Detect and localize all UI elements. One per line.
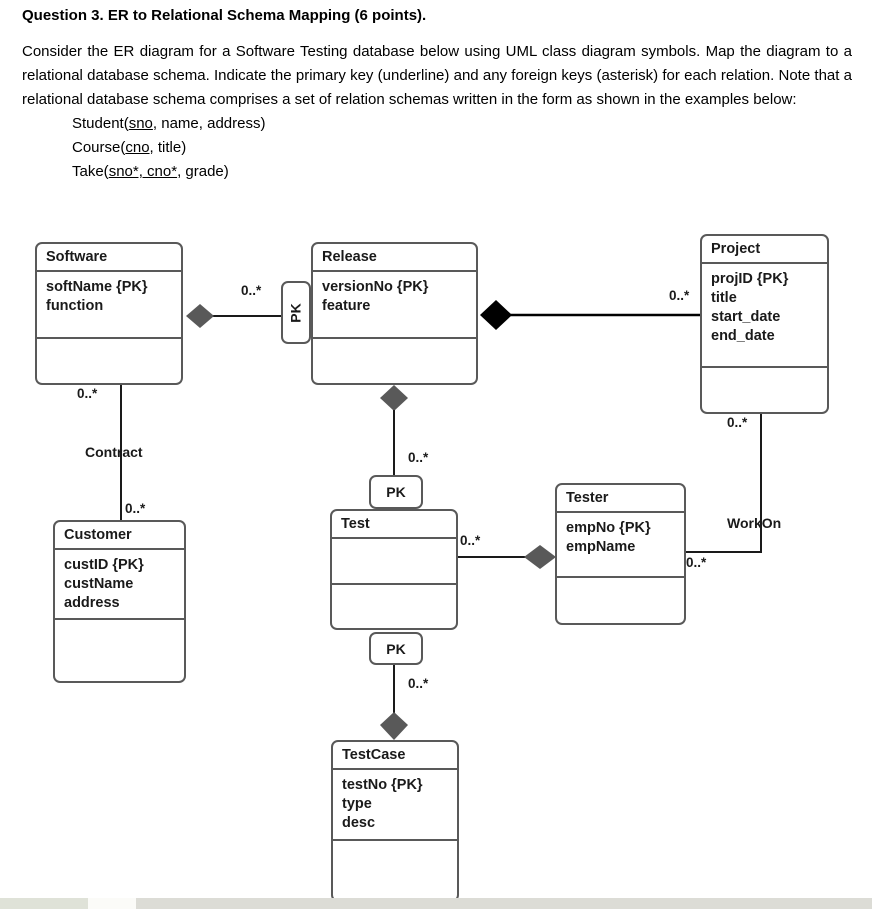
uml-class-tester[interactable]: Tester empNo {PK} empName [555, 483, 686, 625]
question-heading: Question 3. ER to Relational Schema Mapp… [22, 7, 427, 24]
question-body: Consider the ER diagram for a Software T… [22, 43, 852, 108]
uml-class-testcase-name: TestCase [333, 742, 457, 770]
attr-projid: projID {PK} [711, 271, 789, 287]
uml-class-software[interactable]: Software softName {PK} function [35, 242, 183, 385]
example-take-rest: , grade) [177, 163, 229, 180]
attr-start-date: start_date [711, 309, 781, 325]
attr-custid: custID {PK} [64, 557, 144, 573]
attr-title: title [711, 290, 737, 306]
bottom-scroll-strip [0, 898, 872, 909]
attr-versionno: versionNo {PK} [322, 279, 429, 295]
multiplicity-software-release: 0..* [241, 283, 262, 298]
composition-diamond-release-project [480, 300, 512, 330]
uml-class-software-name: Software [37, 244, 181, 272]
qualifier-pk-release-label: PK [287, 302, 304, 323]
attr-function: function [46, 298, 104, 314]
attr-testno: testNo {PK} [342, 777, 423, 793]
question-block: Question 3. ER to Relational Schema Mapp… [22, 6, 852, 184]
example-line-course: Course(cno, title) [72, 136, 852, 160]
uml-class-customer[interactable]: Customer custID {PK} custName address [53, 520, 186, 683]
multiplicity-test-testcase: 0..* [408, 676, 429, 691]
uml-class-project-attrs: projID {PK} title start_date end_date [702, 264, 827, 368]
example-student-rest: , name, address) [152, 115, 266, 132]
qualifier-pk-test-top[interactable]: PK [369, 475, 423, 509]
uml-class-customer-name: Customer [55, 522, 184, 550]
uml-class-project[interactable]: Project projID {PK} title start_date end… [700, 234, 829, 414]
uml-class-test-attrs [332, 539, 456, 585]
attr-custname: custName [64, 576, 134, 592]
uml-class-tester-name: Tester [557, 485, 684, 513]
attr-empname: empName [566, 539, 636, 555]
qualifier-pk-test-bottom-label: PK [386, 640, 406, 657]
strip-segment-right [136, 898, 872, 909]
aggregation-diamond-release-test [380, 385, 408, 411]
association-label-contract: Contract [85, 444, 143, 460]
multiplicity-release-project: 0..* [669, 288, 690, 303]
multiplicity-customer-contract: 0..* [125, 501, 146, 516]
association-label-workon: WorkOn [727, 515, 782, 531]
qualifier-pk-test-bottom[interactable]: PK [369, 632, 423, 665]
example-course-rest: , title) [149, 139, 187, 156]
attr-type: type [342, 796, 372, 812]
example-course-key: cno [125, 139, 150, 156]
example-take-key: sno*, cno* [108, 163, 178, 180]
uml-class-project-name: Project [702, 236, 827, 264]
example-course-prefix: Course( [72, 139, 126, 156]
example-student-key: sno [128, 115, 153, 132]
uml-class-software-attrs: softName {PK} function [37, 272, 181, 339]
qualifier-pk-test-top-label: PK [386, 484, 406, 500]
multiplicity-release-test: 0..* [408, 450, 429, 465]
multiplicity-software-contract: 0..* [77, 386, 98, 401]
uml-class-test[interactable]: Test [330, 509, 458, 630]
uml-class-release[interactable]: Release versionNo {PK} feature [311, 242, 478, 385]
qualifier-pk-release[interactable]: PK [281, 281, 311, 344]
line-project-tester-workon [686, 414, 762, 553]
uml-class-test-name: Test [332, 511, 456, 539]
attr-feature: feature [322, 298, 371, 314]
multiplicity-project-workon: 0..* [727, 415, 748, 430]
attr-empno: empNo {PK} [566, 520, 651, 536]
example-line-take: Take(sno*, cno*, grade) [72, 160, 852, 184]
aggregation-diamond-test-tester [524, 545, 556, 569]
uml-class-customer-attrs: custID {PK} custName address [55, 550, 184, 620]
attr-softname: softName {PK} [46, 279, 148, 295]
attr-end-date: end_date [711, 328, 775, 344]
attr-address: address [64, 595, 120, 611]
attr-desc: desc [342, 815, 376, 831]
uml-class-tester-attrs: empNo {PK} empName [557, 513, 684, 578]
multiplicity-test-tester: 0..* [460, 533, 481, 548]
example-line-student: Student(sno, name, address) [72, 112, 852, 136]
uml-class-release-name: Release [313, 244, 476, 272]
example-student-prefix: Student( [72, 115, 129, 132]
uml-class-release-attrs: versionNo {PK} feature [313, 272, 476, 339]
strip-segment-left [0, 898, 88, 909]
strip-segment-mid [88, 898, 136, 909]
aggregation-diamond-test-testcase [380, 712, 408, 740]
uml-class-testcase-attrs: testNo {PK} type desc [333, 770, 457, 841]
uml-class-testcase[interactable]: TestCase testNo {PK} type desc [331, 740, 459, 902]
example-take-prefix: Take( [72, 163, 109, 180]
multiplicity-tester-workon: 0..* [686, 555, 707, 570]
aggregation-diamond-software [186, 304, 214, 328]
